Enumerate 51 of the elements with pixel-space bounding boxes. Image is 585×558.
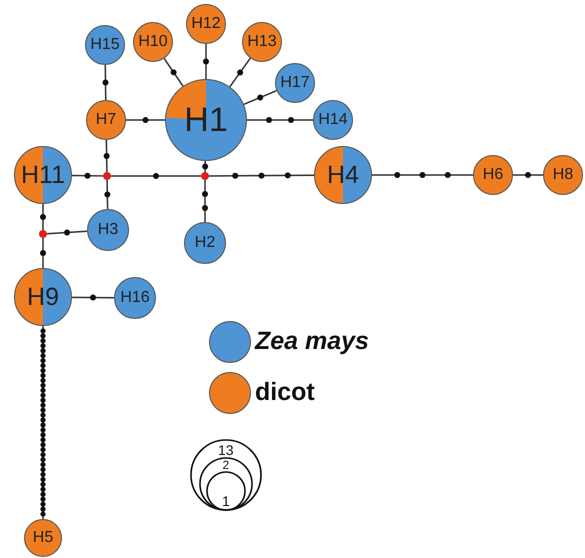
legend-label: Zea mays: [255, 329, 369, 354]
network-link: [72, 296, 114, 299]
network-link: [372, 174, 473, 176]
haplotype-label: H16: [120, 290, 150, 306]
network-link: [247, 119, 313, 121]
haplotype-circle: [133, 22, 173, 62]
haplotype-circle: [85, 25, 125, 65]
network-link: [42, 238, 44, 268]
network-link: [204, 180, 206, 222]
haplotype-label: H6: [482, 167, 504, 183]
network-link: [126, 119, 165, 121]
median-vector-dot: [201, 172, 209, 180]
haplotype-label: H5: [32, 530, 54, 546]
haplotype-circle: [313, 100, 353, 140]
network-link: [205, 44, 207, 79]
network-link: [46, 230, 88, 234]
network-link: [111, 175, 201, 177]
scale-number: 13: [218, 443, 234, 457]
haplotype-circle: [87, 209, 129, 251]
median-vector-dot: [39, 230, 47, 238]
haplotype-label: H1: [184, 103, 228, 137]
haplotype-circle: [543, 155, 583, 195]
haplotype-label: H12: [191, 16, 221, 32]
haplotype-label: H7: [96, 112, 116, 128]
network-link: [72, 174, 104, 177]
haplotype-circle: [473, 155, 513, 195]
network-link: [204, 160, 206, 172]
haplotype-label: H2: [194, 235, 216, 251]
network-link: [106, 180, 108, 210]
median-vector-dot: [103, 172, 111, 180]
legend-label: dicot: [255, 380, 315, 405]
haplotype-label: H14: [318, 112, 348, 128]
haplotype-circle: [184, 222, 226, 264]
haplotype-circle: [275, 63, 315, 103]
network-link: [42, 204, 44, 230]
scale-number: 2: [222, 459, 230, 471]
haplotype-circle: [186, 4, 226, 44]
network-link: [209, 174, 314, 177]
haplotype-circle: [114, 277, 156, 319]
haplotype-label: H13: [247, 34, 277, 50]
haplotype-label: H3: [98, 222, 118, 238]
haplotype-circle: [242, 22, 282, 62]
network-link: [513, 174, 543, 176]
haplotype-label: H8: [552, 167, 574, 183]
network-link: [104, 64, 106, 100]
haplotype-label: H17: [280, 75, 310, 91]
haplotype-label: H15: [90, 37, 120, 53]
scale-number: 1: [222, 494, 230, 508]
haplotype-circle: [24, 519, 62, 557]
haplotype-circle: [86, 100, 126, 140]
haplotype-label: H10: [138, 34, 168, 50]
